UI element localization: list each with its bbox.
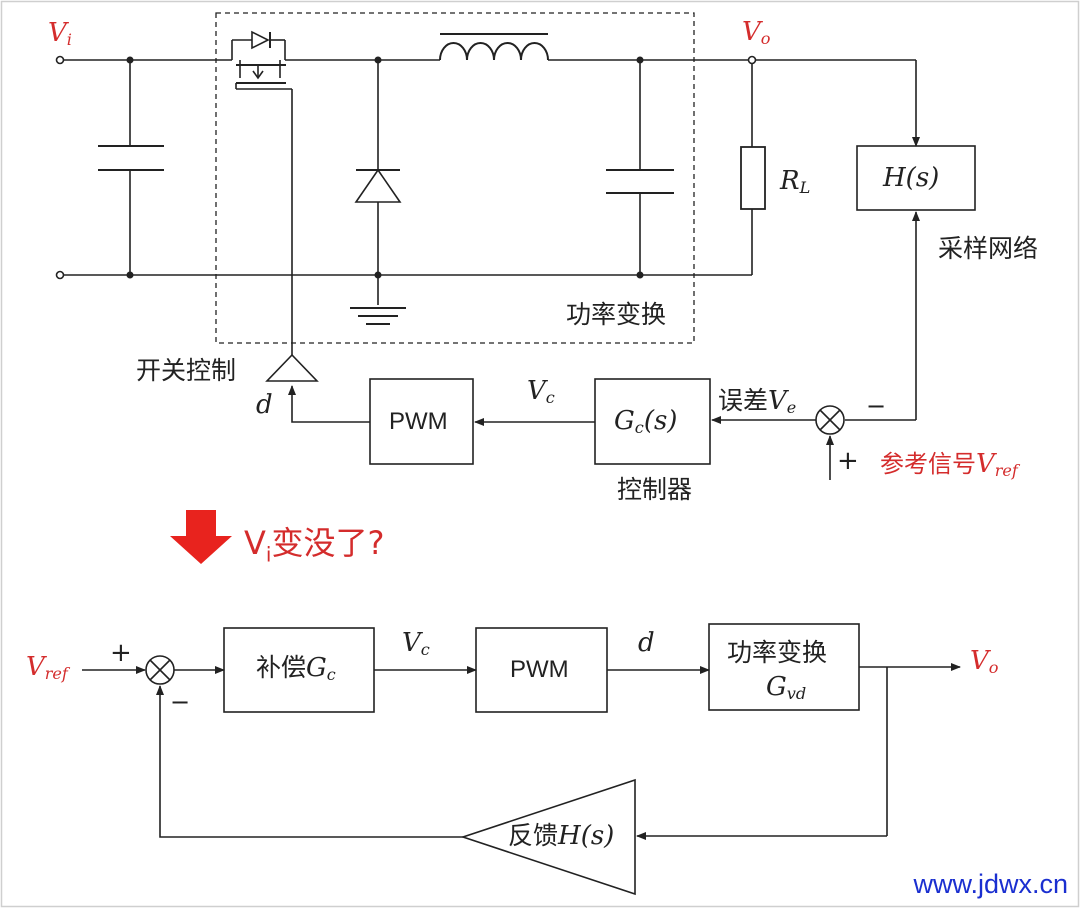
watermark: www.jdwx.cn [913, 869, 1068, 899]
bd-plus-sign: + [110, 638, 132, 668]
bd-summing-junction-icon [145, 655, 175, 685]
power-stage-label: 功率变换 [566, 300, 667, 329]
ref-label: 参考信号Vref [880, 449, 1018, 480]
red-down-arrow-icon [170, 510, 232, 564]
junction-dots [126, 56, 644, 279]
bd-vo-label: Vo [970, 646, 999, 678]
plus-sign: + [837, 446, 859, 476]
output-capacitor [606, 60, 674, 275]
power-stage-box [215, 12, 695, 344]
vo-terminal [747, 55, 757, 65]
pwm-label: PWM [389, 408, 448, 435]
sampling-label: 采样网络 [938, 234, 1039, 263]
vo-label: Vo [742, 17, 771, 49]
feedback-label: 反馈H(s) [508, 821, 615, 851]
bd-d-label: d [638, 628, 655, 658]
power-block-gvd: Gvd [766, 672, 807, 704]
inductor-icon [439, 33, 549, 61]
controller-label: 控制器 [617, 475, 693, 504]
summing-junction-icon [815, 405, 845, 435]
d-label: d [256, 390, 273, 420]
feedback-triangle-icon [460, 778, 636, 896]
mosfet-switch-icon [231, 30, 292, 90]
bd-vc-label: Vc [402, 628, 430, 660]
vi-label: Vi [48, 18, 72, 50]
diode-icon [354, 60, 402, 275]
ground-icon [350, 275, 406, 325]
block-diagram [82, 623, 961, 896]
bd-pwm-label: PWM [510, 656, 569, 683]
circuit [55, 12, 976, 480]
bd-minus-sign: − [170, 688, 191, 716]
vi-terminal-top [55, 55, 65, 65]
minus-sign: − [866, 392, 887, 420]
sensor-block [856, 145, 976, 211]
transition-heading: Vi变没了? [244, 524, 385, 567]
controller-block-label: Gc(s) [614, 406, 678, 438]
power-block-label: 功率变换 [727, 638, 828, 667]
vi-terminal-bottom [55, 270, 65, 280]
compensator-label: 补偿Gc [256, 653, 336, 684]
load-resistor [740, 64, 766, 275]
input-capacitor [98, 60, 164, 275]
bd-vref-label: Vref [26, 652, 68, 683]
rl-label: RL [780, 166, 811, 198]
bd-feedback-return [156, 685, 463, 838]
error-label: 误差Ve [718, 386, 797, 417]
switch-control-label: 开关控制 [136, 356, 237, 385]
vc-label: Vc [527, 376, 555, 408]
driver-triangle-icon [265, 353, 319, 382]
sensor-block-label: H(s) [883, 163, 940, 193]
d-arrow [288, 385, 370, 423]
